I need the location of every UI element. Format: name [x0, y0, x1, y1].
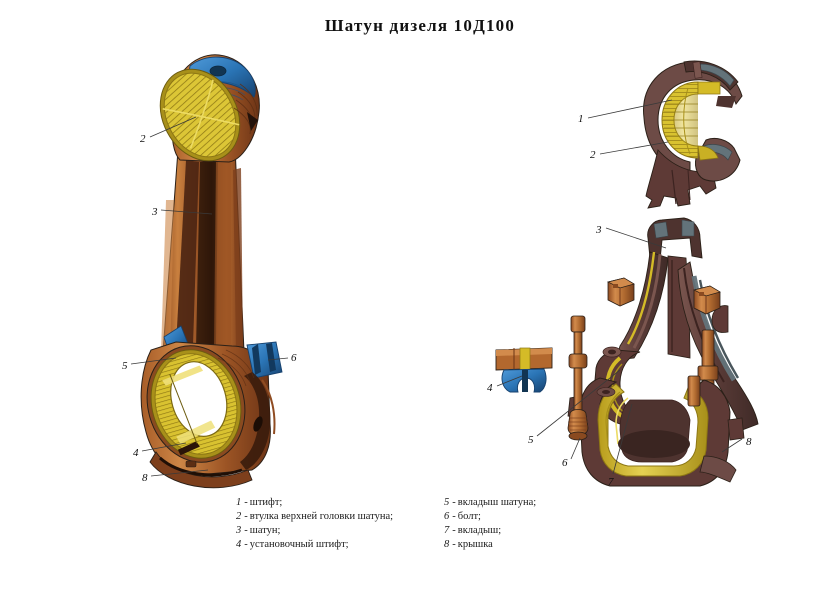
legend-item-4: 4-установочный штифт;	[236, 538, 393, 552]
figure-locating-dowel	[495, 347, 553, 393]
legend-column-right: 5-вкладыш шатуна; 6-болт; 7-вкладыш; 8-к…	[444, 496, 536, 552]
legend-text-1: штифт;	[249, 497, 283, 508]
callout-left-6: 6	[291, 352, 297, 364]
legend-item-3: 3-шатун;	[236, 524, 393, 538]
callout-right-4: 4	[487, 382, 493, 394]
legend-num-5: 5	[444, 497, 450, 508]
figure-connecting-rod-bolt	[567, 315, 589, 441]
callout-right-6: 6	[562, 457, 568, 469]
legend-item-8: 8-крышка	[444, 538, 536, 552]
legend-dash-1: -	[244, 497, 248, 508]
legend-text-2: втулка верхней головки шатуна;	[249, 511, 394, 522]
legend-text-6: болт;	[457, 511, 481, 522]
callout-left-4: 4	[133, 447, 139, 459]
legend-dash-8: -	[452, 539, 456, 550]
callout-left-3: 3	[152, 206, 158, 218]
legend-num-3: 3	[236, 525, 242, 536]
callout-left-8: 8	[142, 472, 148, 484]
callout-left-2: 2	[140, 133, 146, 145]
legend-dash-4: -	[244, 539, 248, 550]
legend-dash-5: -	[452, 497, 456, 508]
legend-dash-3: -	[244, 525, 248, 536]
callout-right-1: 1	[578, 113, 584, 125]
legend-text-4: установочный штифт;	[249, 539, 349, 550]
legend-num-8: 8	[444, 539, 450, 550]
legend-item-5: 5-вкладыш шатуна;	[444, 496, 536, 510]
figure-upper-head-cutaway	[643, 60, 743, 209]
legend-dash-2: -	[244, 511, 248, 522]
callout-right-7: 7	[608, 476, 614, 488]
legend-num-6: 6	[444, 511, 450, 522]
legend-num-7: 7	[444, 525, 450, 536]
figure-connecting-rod-assembly	[140, 54, 283, 489]
callout-left-5: 5	[122, 360, 128, 372]
callout-right-2: 2	[590, 149, 596, 161]
legend-item-7: 7-вкладыш;	[444, 524, 536, 538]
legend-item-6: 6-болт;	[444, 510, 536, 524]
callout-right-3: 3	[596, 224, 602, 236]
legend-num-2: 2	[236, 511, 242, 522]
figure-bearing-cap	[567, 375, 745, 487]
callout-right-5: 5	[528, 434, 534, 446]
legend-item-1: 1-штифт;	[236, 496, 393, 510]
leader-lines	[130, 99, 743, 477]
nut-right	[692, 285, 721, 315]
legend-num-4: 4	[236, 539, 242, 550]
legend-dash-7: -	[452, 525, 456, 536]
legend-text-7: вкладыш;	[457, 525, 502, 536]
nut-left	[606, 277, 635, 307]
legend-text-3: шатун;	[249, 525, 281, 536]
legend-column-left: 1-штифт; 2-втулка верхней головки шатуна…	[236, 496, 393, 552]
legend-item-2: 2-втулка верхней головки шатуна;	[236, 510, 393, 524]
legend-text-8: крышка	[457, 539, 493, 550]
legend-num-1: 1	[236, 497, 242, 508]
legend-text-5: вкладыш шатуна;	[457, 497, 537, 508]
callout-right-8: 8	[746, 436, 752, 448]
page-title: Шатун дизеля 10Д100	[324, 16, 516, 35]
legend-dash-6: -	[452, 511, 456, 522]
